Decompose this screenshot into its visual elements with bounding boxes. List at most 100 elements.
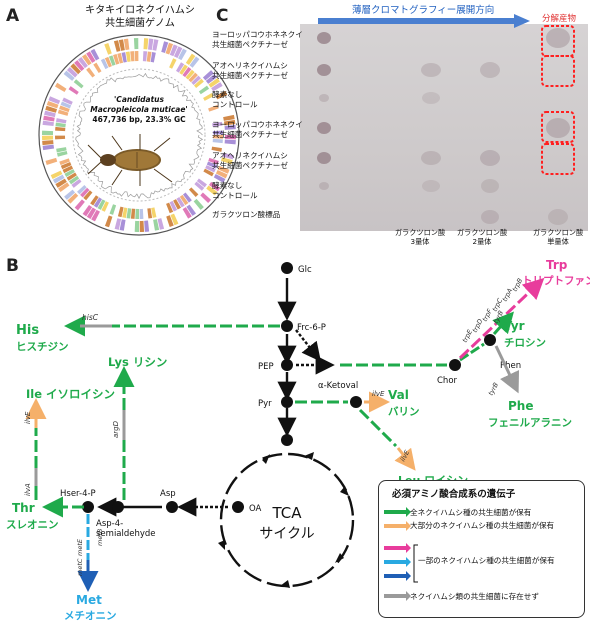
gc-skew-trace <box>75 72 204 200</box>
genome-feature-segment <box>211 146 222 152</box>
genome-feature-segment <box>55 126 66 132</box>
genome-feature-segment <box>208 77 220 88</box>
genome-feature-segment <box>152 39 159 51</box>
node-pep: PEP <box>258 362 274 372</box>
aa-val-jp: バリン <box>388 406 420 418</box>
genome-feature-segment <box>191 75 201 86</box>
genome-feature-segment <box>151 207 157 218</box>
genome-feature-segment <box>90 48 100 61</box>
genome-feature-segment <box>212 138 223 144</box>
genome-feature-segment <box>208 157 219 165</box>
genome-feature-segment <box>193 198 204 210</box>
genome-feature-segment <box>130 208 136 219</box>
decomposition-highlight-box <box>541 143 575 175</box>
genome-feature-segment <box>224 124 236 130</box>
node-phen: Phen <box>500 361 521 371</box>
gene-ilva: ilvA <box>24 483 32 496</box>
genome-feature-segment <box>48 96 61 105</box>
lane-1-line2: 共生細菌ペクチナーゼ <box>212 40 288 49</box>
leu-arrow <box>394 447 416 471</box>
aa-thr: Thr <box>12 501 35 515</box>
node-asp: Asp <box>160 489 176 499</box>
genome-feature-segment <box>56 150 68 157</box>
genome-feature-segment <box>211 82 223 92</box>
genome-feature-segment <box>46 100 59 109</box>
genome-feature-segment <box>56 147 67 153</box>
genome-feature-segment <box>64 189 76 200</box>
metabolite-nodes <box>82 262 496 513</box>
genome-feature-segment <box>57 109 69 116</box>
genome-feature-segment <box>45 157 58 165</box>
genome-feature-segment <box>146 51 152 62</box>
species-name-line1: 'Candidatus <box>114 95 164 104</box>
node-chor: Chor <box>437 376 458 386</box>
genome-feature-segment <box>125 51 131 62</box>
genome-map: 'Candidatus Macropleicola muticae' 467,7… <box>38 34 240 236</box>
genome-feature-segment <box>52 174 65 184</box>
aa-trp: Trp <box>546 258 568 272</box>
x-label-monomer-line2: 単量体 <box>547 237 569 246</box>
gc-content-ring <box>75 72 204 200</box>
node-pyr: Pyr <box>258 399 272 409</box>
genome-feature-segment <box>56 118 67 124</box>
aa-tyr: Tyr <box>504 319 525 333</box>
species-name-line2: Macropleicola muticae' <box>90 105 187 114</box>
origin-spot <box>317 152 331 164</box>
aa-phe-jp: フェニルアラニン <box>488 417 572 429</box>
genome-feature-segment <box>170 213 179 226</box>
legend-item-absent: ネクイハムシ類の共生細菌に存在せず <box>410 592 539 601</box>
genome-feature-segment <box>117 206 124 218</box>
genome-feature-segment <box>176 62 185 73</box>
lane-4-line2: 共生細菌ペクチナーゼ <box>212 130 288 139</box>
legend-item-all: 全ネクイハムシ種の共生細菌が保有 <box>410 508 532 517</box>
genome-feature-segment <box>70 63 81 75</box>
gene-ilve-val: ilvE <box>372 390 385 398</box>
genome-feature-segment <box>62 165 74 174</box>
lane-2-line1: アオヘリネクイハムシ <box>212 61 288 70</box>
node-ketoval: α-Ketoval <box>318 381 358 391</box>
genome-feature-segment <box>224 135 236 140</box>
node-asp4semi-2: semialdehyde <box>96 529 156 539</box>
genome-feature-segment <box>117 52 124 64</box>
lane-label-1: ヨーロッパコウホネネクイ 共生細菌ペクチナーゼ <box>212 30 304 50</box>
genome-title: キタキイロネクイハムシ 共生細菌ゲノム <box>60 4 220 30</box>
ketoval-to-leu-arrow <box>358 408 398 448</box>
genome-feature-segment <box>80 187 90 198</box>
genome-feature-segment <box>83 190 93 201</box>
lane-4-line1: ヨーロッパコウホネネクイ <box>212 120 303 129</box>
genome-feature-segment <box>200 192 212 204</box>
aa-ile: Ile イソロイシン <box>26 387 115 401</box>
genome-title-line1: キタキイロネクイハムシ <box>85 5 195 16</box>
x-label-dimer: ガラクツロン酸 2量体 <box>452 228 512 246</box>
legend-swatches <box>384 507 411 601</box>
origin-spot <box>317 122 331 134</box>
genome-feature-segment <box>113 54 120 65</box>
genome-feature-segment <box>59 158 70 166</box>
trimer-spot <box>421 63 441 77</box>
genome-feature-segment <box>104 56 112 68</box>
genome-feature-segment <box>42 120 54 127</box>
genome-feature-segment <box>179 64 188 75</box>
genome-feature-segment <box>86 51 96 63</box>
genome-feature-segment <box>198 85 210 95</box>
genome-feature-segment <box>178 48 187 61</box>
genome-feature-segment <box>126 208 132 219</box>
lane-2-line2: 共生細菌ペクチナーゼ <box>212 71 288 80</box>
genome-feature-segment <box>153 219 160 231</box>
x-label-dimer-line2: 2量体 <box>472 237 492 246</box>
trimer-spot <box>421 151 441 165</box>
genome-feature-segment <box>55 135 66 140</box>
genome-feature-segment <box>77 184 87 195</box>
lane-label-6: 酵素なし コントロール <box>212 181 304 201</box>
genome-feature-segment <box>203 93 214 101</box>
decomposition-highlight-box <box>541 111 575 143</box>
lane-6-line1: 酵素なし <box>212 181 243 190</box>
x-label-monomer: ガラクツロン酸 単量体 <box>528 228 588 246</box>
gene-ilve-ile: ilvE <box>24 411 32 424</box>
genome-feature-segment <box>60 162 72 170</box>
genome-feature-segment <box>166 215 174 228</box>
origin-spot-faint <box>319 182 329 190</box>
genome-inner-ring <box>72 68 206 202</box>
genome-feature-segment <box>123 38 130 51</box>
lane-label-7: ガラクツロン酸標品 <box>212 210 304 220</box>
